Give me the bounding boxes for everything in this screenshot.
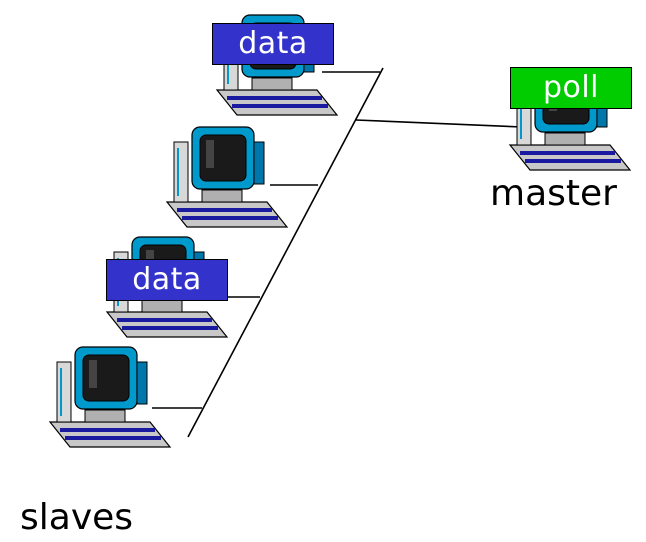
slave-data-tag-2: data <box>106 259 228 301</box>
bus-line <box>187 67 384 438</box>
computer-icon <box>165 125 289 229</box>
master-link <box>355 119 523 128</box>
computer-icon <box>48 345 172 449</box>
slave-data-tag-1: data <box>212 23 334 65</box>
network-lines <box>152 67 523 438</box>
slaves-label: slaves <box>20 497 134 538</box>
master-label: master <box>490 173 617 214</box>
master-poll-tag: poll <box>510 67 632 109</box>
